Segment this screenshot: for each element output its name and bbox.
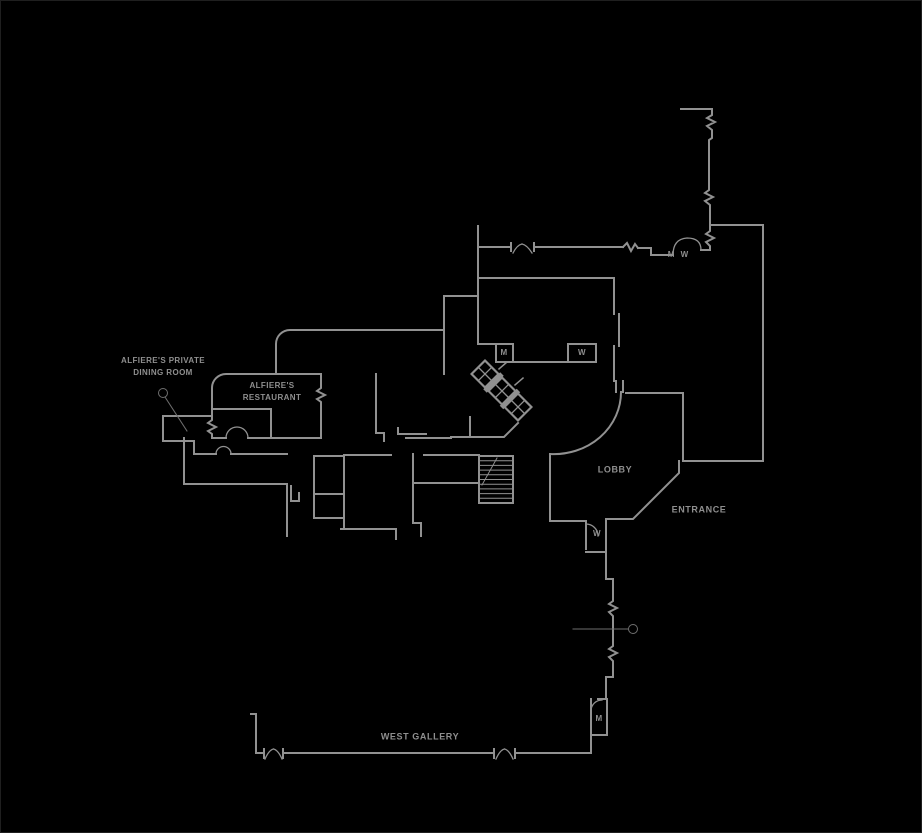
label-private-dining-line2: DINING ROOM [133,368,193,377]
north-mw-door-arc-icon [672,237,702,256]
north-corridor-double-door-icon [512,243,533,254]
private-dining-door-arc-icon [215,445,232,455]
elevator-car-icon [503,392,533,422]
elevator-car-icon [487,376,517,406]
label-entrance: ENTRANCE [671,504,727,515]
lobby-walls [548,390,764,580]
label-restroom-m-south: M [595,714,603,723]
label-restaurant-line1: ALFIERE'S [249,381,295,390]
label-restrooms-mw-north-corridor: M W [667,250,691,259]
column-marker-circle-icon [628,624,638,634]
corridor-leader [572,624,638,634]
label-private-dining-line1: ALFIERE'S PRIVATE [121,356,205,365]
back-of-house-walls [290,373,520,540]
restroom-w-north-box [567,343,597,363]
elevator-car-icon [470,359,500,389]
lobby-w-door-arc-icon [585,523,599,537]
restaurant-walls [206,329,445,439]
west-gallery-walls [250,713,592,759]
stairs [478,455,514,504]
private-dining-walls [162,415,288,537]
elevator-door-ticks [497,360,525,387]
label-restaurant-line2: RESTAURANT [242,393,302,402]
north-restroom-walls [443,225,624,393]
label-lobby: LOBBY [597,464,633,475]
private-dining-leader [158,388,188,432]
column-marker-circle-icon [158,388,168,398]
restaurant-door-arc-icon [225,426,249,439]
elevator-bank [470,359,533,422]
label-restroom-m-north: M [500,348,508,357]
gallery-double-door-icon [264,748,514,760]
north-corridor-walls [477,108,764,462]
label-restroom-w-north: W [578,348,586,357]
south-m-door-arc-icon [590,699,603,712]
south-corridor-walls [590,578,620,754]
label-west-gallery: WEST GALLERY [380,731,460,742]
label-restroom-w-south: W [593,529,601,538]
